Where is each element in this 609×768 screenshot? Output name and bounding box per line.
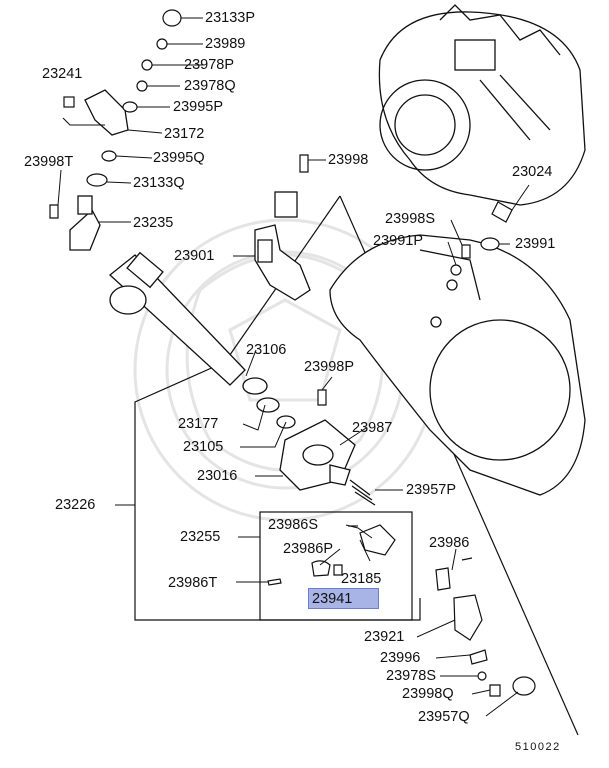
callout-23978P: 23978P	[184, 57, 234, 73]
callout-23989: 23989	[205, 36, 246, 52]
callout-23957Q: 23957Q	[418, 709, 470, 725]
callout-23177: 23177	[178, 416, 219, 432]
callout-23235: 23235	[133, 215, 174, 231]
callout-23998Q: 23998Q	[402, 686, 454, 702]
callout-23986T: 23986T	[168, 575, 218, 591]
callout-23978Q: 23978Q	[184, 78, 236, 94]
callout-23106: 23106	[246, 342, 287, 358]
lever-housing	[279, 419, 376, 506]
callout-23995P: 23995P	[173, 99, 223, 115]
callout-23986P: 23986P	[283, 541, 333, 557]
callout-23998P: 23998P	[304, 359, 354, 375]
shift-shaft	[109, 251, 246, 386]
callout-23998S: 23998S	[385, 211, 435, 227]
leader-lines	[57, 17, 530, 717]
callout-23185: 23185	[341, 571, 382, 587]
callout-23921: 23921	[364, 629, 405, 645]
callout-23255: 23255	[180, 529, 221, 545]
bracket-23901	[254, 191, 311, 301]
callout-23105: 23105	[183, 439, 224, 455]
callout-23957P: 23957P	[406, 482, 456, 498]
callout-23941: 23941	[312, 591, 353, 607]
bracket-23235	[69, 195, 101, 251]
callout-23978S: 23978S	[386, 668, 436, 684]
callout-23172: 23172	[164, 126, 205, 142]
callout-23024: 23024	[512, 164, 553, 180]
transmission-housing	[378, 4, 586, 206]
callout-23996: 23996	[380, 650, 421, 666]
shaft-rings	[242, 377, 296, 429]
highlight-box-23941	[308, 588, 379, 609]
callout-23241: 23241	[42, 66, 83, 82]
callout-23995Q: 23995Q	[153, 150, 205, 166]
lower-housing	[329, 234, 586, 496]
diagram-code: 510022	[515, 741, 561, 753]
callout-23901: 23901	[174, 248, 215, 264]
callout-23133Q: 23133Q	[133, 175, 185, 191]
callout-23226: 23226	[55, 497, 96, 513]
subassembly-box-23255	[259, 511, 413, 621]
callout-23991P: 23991P	[373, 233, 423, 249]
callout-23998T: 23998T	[24, 154, 74, 170]
callout-23986S: 23986S	[268, 517, 318, 533]
callout-23986: 23986	[429, 535, 470, 551]
callout-23133P: 23133P	[205, 10, 255, 26]
bracket-23172	[84, 89, 129, 136]
callout-23991: 23991	[515, 236, 556, 252]
callout-23998: 23998	[328, 152, 369, 168]
small-parts	[49, 9, 536, 697]
callout-23987: 23987	[352, 420, 393, 436]
callout-23016: 23016	[197, 468, 238, 484]
